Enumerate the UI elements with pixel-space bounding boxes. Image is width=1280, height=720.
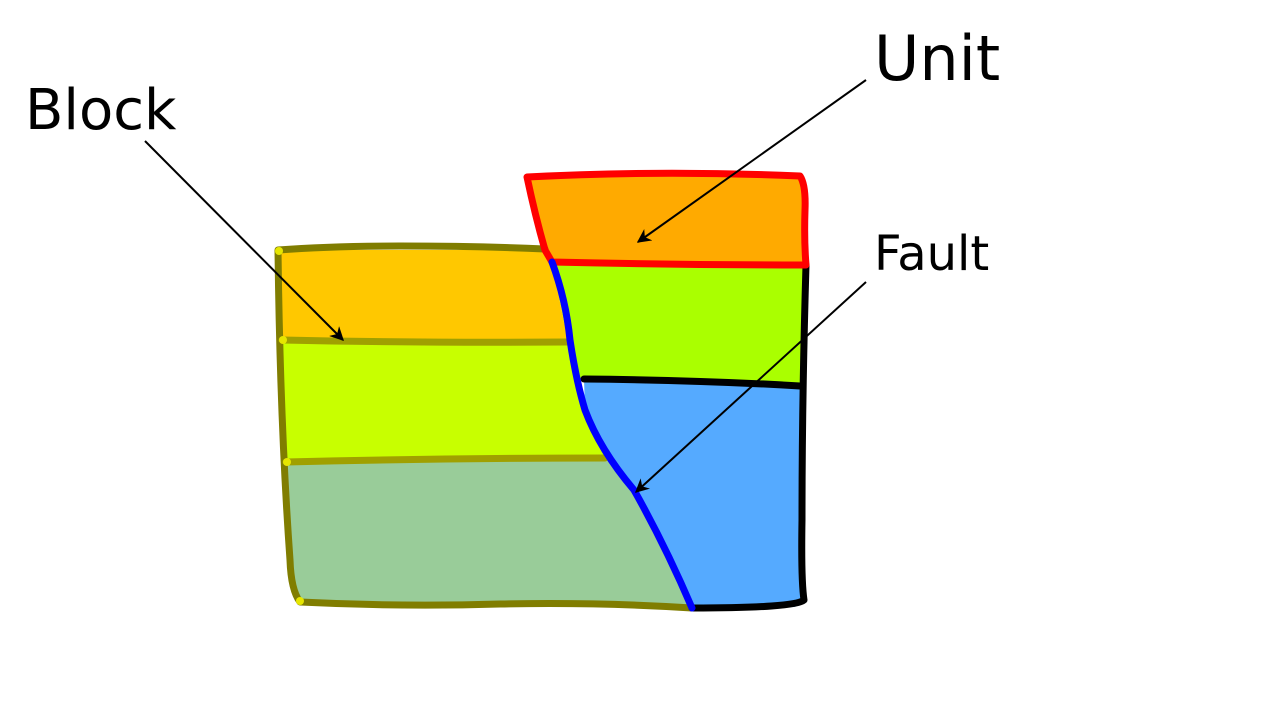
unit-pointer-arrow <box>636 79 867 243</box>
right-top-unit <box>527 175 806 265</box>
right-block-outline <box>688 261 810 612</box>
left-bottom-layer <box>286 458 692 608</box>
unit-label: Unit <box>874 22 1000 95</box>
block-vertex-dot <box>279 336 287 344</box>
left-top-layer <box>278 250 568 342</box>
unit-outline <box>523 169 810 269</box>
block-vertex-dot <box>283 458 291 466</box>
block-vertex-dot <box>275 247 283 255</box>
right-layer-divider <box>580 375 804 390</box>
block-pointer-arrow <box>144 140 344 341</box>
block-layer-divider-upper <box>278 336 572 346</box>
fault-label: Fault <box>874 226 989 282</box>
fault-line <box>548 258 696 612</box>
block-layer-divider-lower <box>282 454 609 466</box>
block-vertex-dot <box>296 597 304 605</box>
block-label: Block <box>25 78 177 143</box>
fault-pointer-arrow <box>634 281 867 493</box>
block-outline <box>274 242 696 612</box>
left-middle-layer <box>282 340 605 462</box>
right-bottom-layer <box>584 379 801 608</box>
right-middle-layer <box>552 262 806 385</box>
